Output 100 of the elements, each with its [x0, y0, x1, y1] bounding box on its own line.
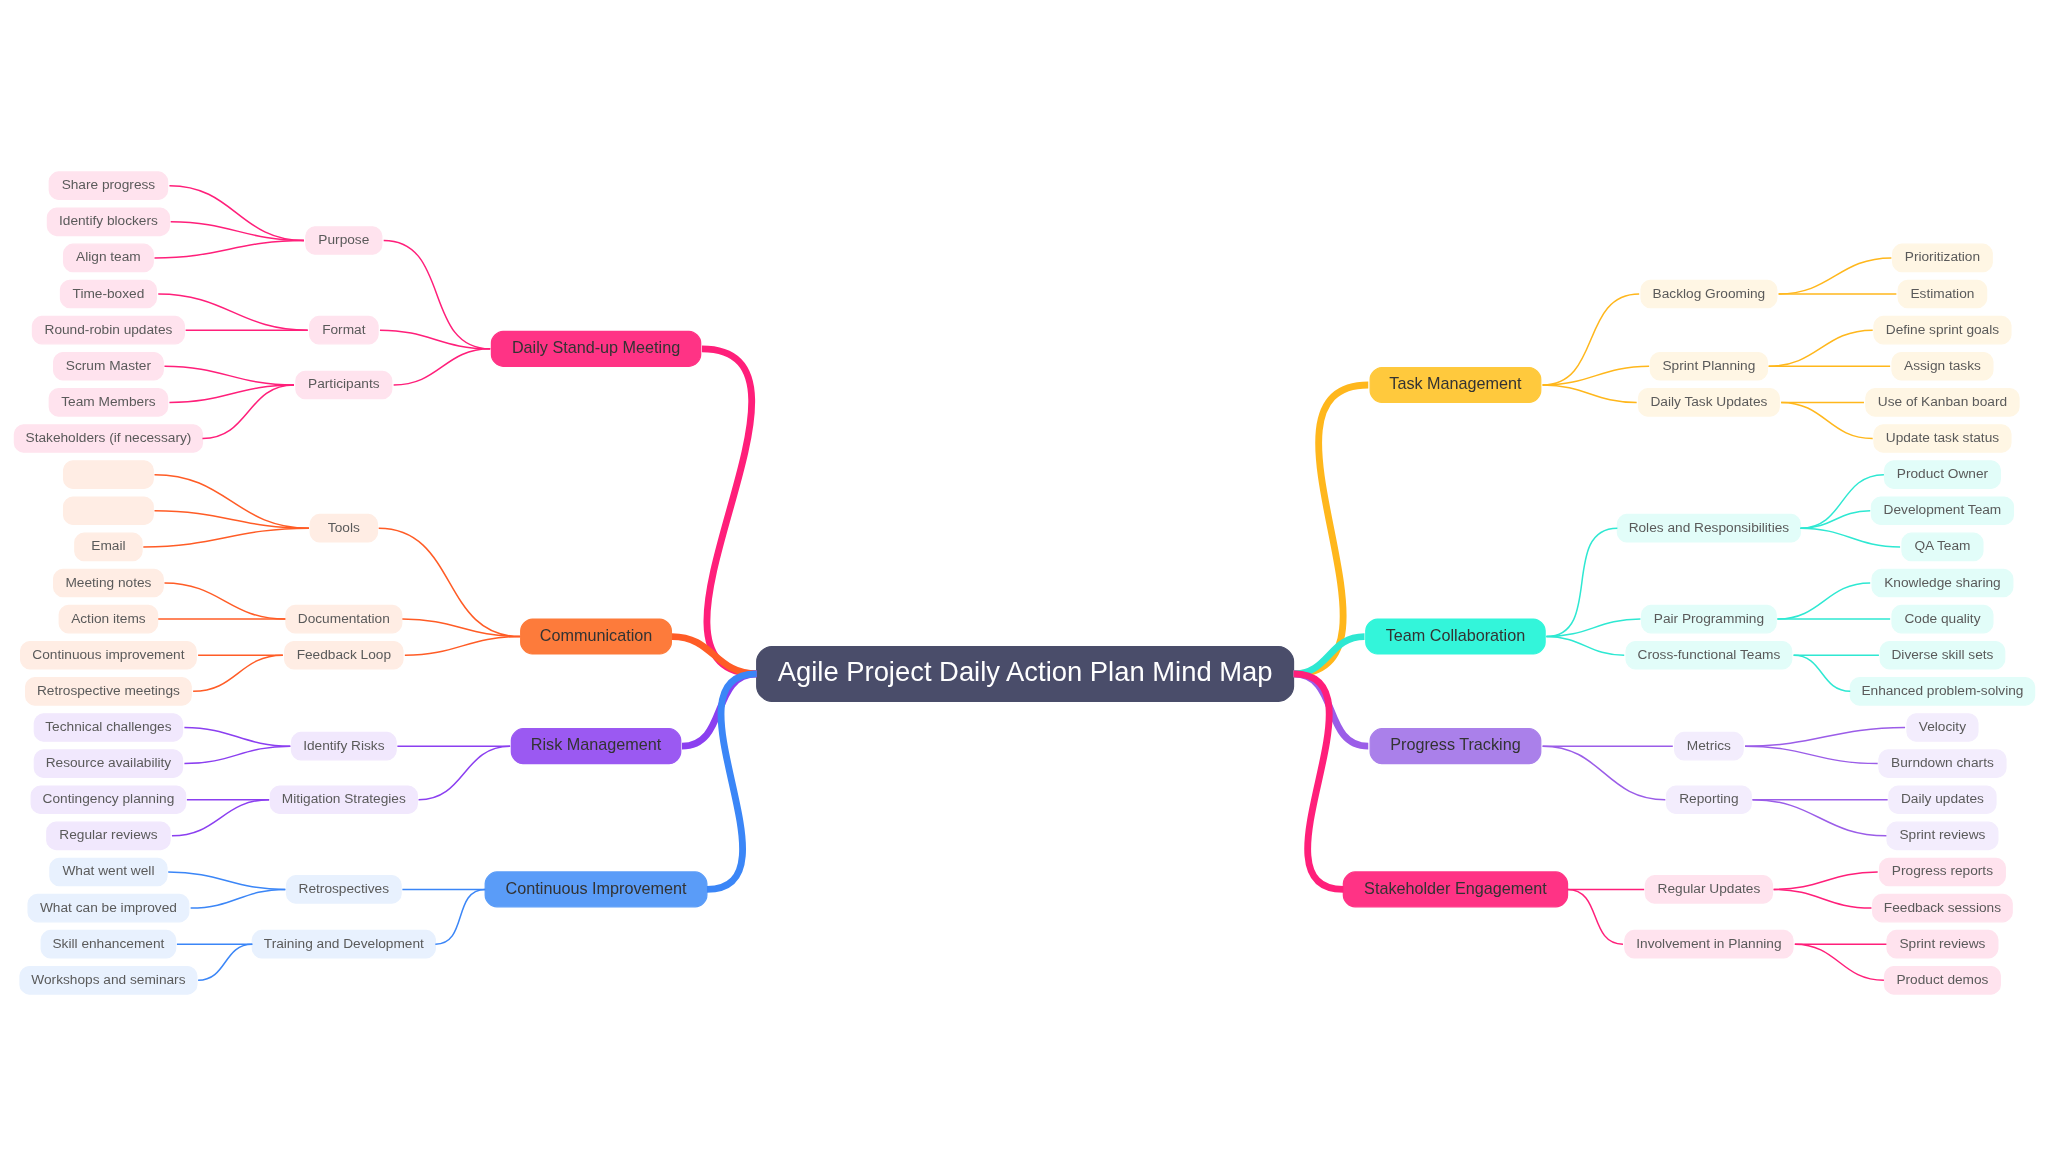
- node-box: Contingency planning: [30, 784, 186, 814]
- node-box: Assign tasks: [1890, 351, 1993, 381]
- connector: [1292, 632, 1365, 677]
- connector: [196, 654, 284, 656]
- node-box: Retrospective meetings: [24, 676, 192, 706]
- connector: [153, 239, 305, 259]
- node-box: Reporting: [1665, 784, 1752, 814]
- node-box: Time-boxed: [59, 279, 157, 308]
- node-box: Email: [73, 532, 143, 561]
- node-box: Daily Stand-up Meeting: [490, 330, 701, 367]
- connector: [1792, 654, 1851, 692]
- node-box: Round-robin updates: [31, 315, 185, 344]
- node-box: Task Management: [1369, 366, 1541, 403]
- node-box: Diverse skill sets: [1879, 640, 2005, 670]
- node-box: What can be improved: [26, 893, 189, 922]
- connector: [1541, 383, 1637, 403]
- connector: [183, 726, 291, 747]
- connector: [1777, 292, 1897, 295]
- node-box: Sprint reviews: [1885, 929, 1998, 959]
- connector: [1292, 381, 1369, 677]
- node-box: Involvement in Planning: [1623, 929, 1794, 959]
- node-box: Risk Management: [510, 727, 681, 764]
- node-box: Metrics: [1673, 731, 1744, 760]
- node-box: Participants: [294, 370, 392, 399]
- node-box: Team Collaboration: [1364, 618, 1546, 655]
- node-box: [62, 459, 154, 489]
- connector: [1767, 365, 1891, 367]
- connector: [157, 292, 308, 331]
- node-box: Cross-functional Teams: [1624, 640, 1792, 670]
- connector: [1541, 744, 1666, 800]
- connector: [1793, 942, 1887, 945]
- connector: [396, 744, 511, 747]
- node-box: Communication: [519, 618, 672, 655]
- node-box: Stakeholder Engagement: [1342, 870, 1568, 907]
- connector: [1779, 401, 1873, 439]
- node-box: Regular Updates: [1644, 874, 1773, 904]
- connector: [184, 328, 308, 331]
- node-box: Skill enhancement: [40, 929, 176, 959]
- node-box: Enhanced problem-solving: [1849, 676, 2035, 706]
- connector: [1545, 635, 1625, 656]
- node-box: Roles and Responsibilities: [1616, 513, 1801, 543]
- node-box: Workshops and seminars: [18, 965, 197, 995]
- node-box: Knowledge sharing: [1870, 568, 2013, 597]
- connector: [170, 798, 270, 837]
- connector: [189, 888, 286, 909]
- node-box: Product demos: [1883, 965, 2001, 995]
- node-box: Documentation: [284, 604, 402, 633]
- connector: [191, 654, 284, 692]
- node-box: Progress reports: [1878, 857, 2006, 886]
- node-box: Velocity: [1905, 712, 1979, 742]
- connector: [157, 617, 286, 620]
- node-box: Purpose: [304, 225, 382, 255]
- connector: [1743, 744, 1878, 764]
- connector: [1799, 526, 1901, 548]
- node-box: Sprint Planning: [1649, 351, 1768, 381]
- connector: [142, 526, 310, 548]
- node-box: Mitigation Strategies: [269, 784, 418, 814]
- node-box: Resource availability: [33, 748, 183, 778]
- node-box: Prioritization: [1891, 243, 1993, 272]
- connector: [705, 670, 757, 893]
- node-box: Daily updates: [1887, 784, 1997, 814]
- node-box: Use of Kanban board: [1864, 387, 2020, 417]
- node-box: Agile Project Daily Action Plan Mind Map: [755, 645, 1294, 702]
- node-box: Feedback Loop: [283, 640, 404, 670]
- connector: [1772, 888, 1872, 909]
- connector: [1566, 888, 1624, 945]
- node-box: Identify blockers: [46, 206, 170, 236]
- connector: [434, 888, 486, 945]
- node-box: Progress Tracking: [1369, 727, 1541, 764]
- node-box: Identify Risks: [290, 731, 397, 760]
- node-box: Action items: [58, 604, 158, 633]
- node-box: QA Team: [1900, 532, 1984, 561]
- node-box: Sprint reviews: [1885, 821, 1998, 850]
- node-box: Continuous Improvement: [484, 870, 708, 907]
- node-box: Format: [308, 315, 379, 344]
- connector: [1751, 798, 1887, 837]
- connector: [671, 632, 757, 677]
- connector: [1767, 328, 1873, 367]
- connector: [1541, 744, 1674, 747]
- connector: [1776, 617, 1891, 620]
- node-box: Continuous improvement: [19, 640, 197, 670]
- node-box: Regular reviews: [45, 821, 171, 850]
- node-box: Training and Development: [251, 929, 436, 959]
- node-box: Code quality: [1890, 604, 1993, 633]
- connector: [183, 744, 291, 764]
- node-box: Backlog Grooming: [1639, 279, 1777, 308]
- node-box: Burndown charts: [1877, 748, 2007, 778]
- node-box: Align team: [62, 243, 154, 272]
- node-box: [62, 495, 154, 525]
- connector: [700, 345, 757, 677]
- node-box: Estimation: [1897, 279, 1987, 308]
- node-box: Meeting notes: [52, 568, 164, 597]
- node-box: Daily Task Updates: [1637, 387, 1780, 417]
- node-box: Product Owner: [1883, 459, 2001, 489]
- node-box: Retrospectives: [285, 874, 402, 904]
- connector: [417, 744, 511, 800]
- node-box: Pair Programming: [1640, 604, 1777, 633]
- node-box: Scrum Master: [52, 351, 164, 381]
- node-box: Tools: [309, 513, 378, 543]
- connector: [1792, 654, 1880, 656]
